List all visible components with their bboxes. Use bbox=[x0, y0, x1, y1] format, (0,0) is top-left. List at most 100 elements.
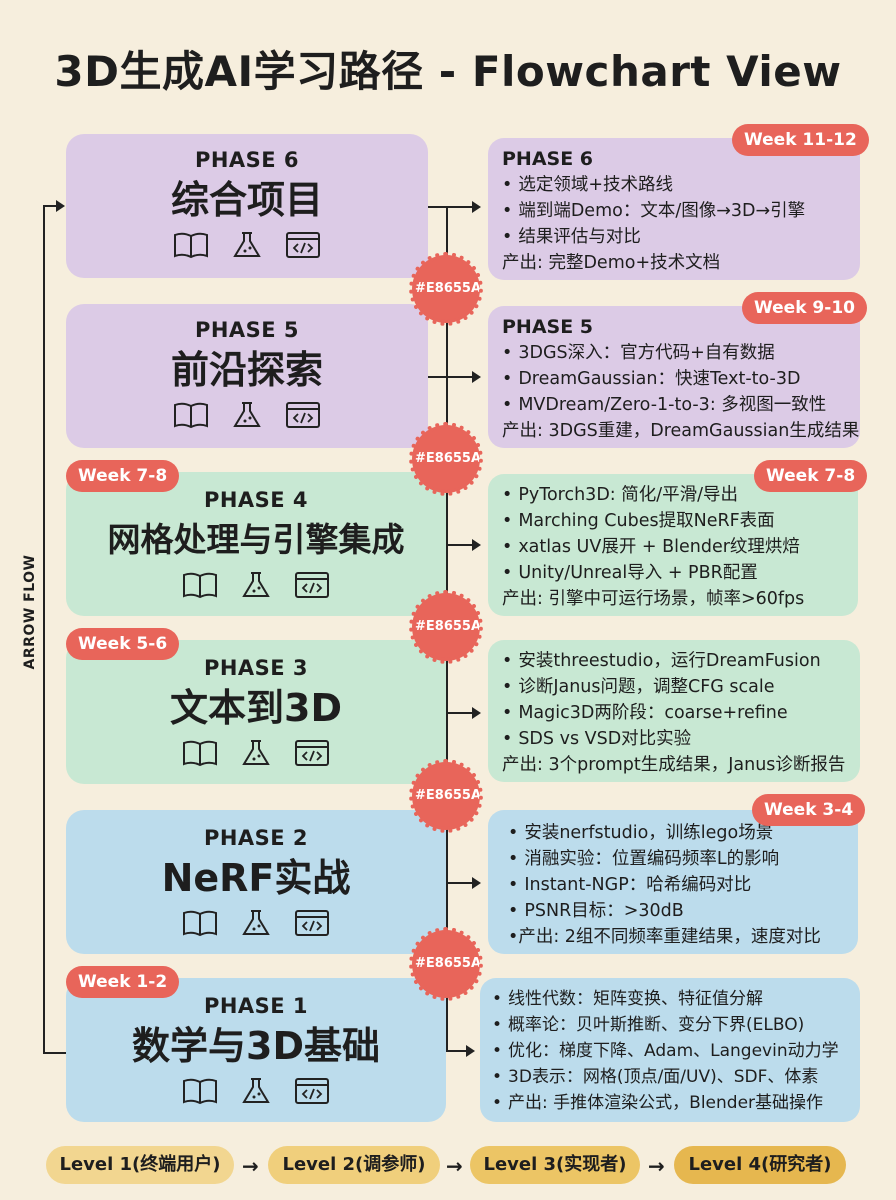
book-icon bbox=[174, 232, 208, 259]
detail-item: MVDream/Zero-1-to-3: 多视图一致性 bbox=[502, 392, 846, 418]
detail-item: Instant-NGP：哈希编码对比 bbox=[508, 872, 844, 898]
color-seal: #E8655A bbox=[409, 759, 483, 833]
phase-icons bbox=[66, 1076, 446, 1106]
detail-item: PyTorch3D: 简化/平滑/导出 bbox=[502, 482, 844, 508]
phase-name: NeRF实战 bbox=[161, 856, 351, 900]
detail-output: 产出: 完整Demo+技术文档 bbox=[502, 253, 721, 273]
detail-item: DreamGaussian：快速Text-to-3D bbox=[502, 366, 846, 392]
flow-line bbox=[43, 205, 45, 1053]
detail-item: 安装nerfstudio，训练lego场景 bbox=[508, 820, 844, 846]
phase-2-detail: 安装nerfstudio，训练lego场景 消融实验：位置编码频率L的影响 In… bbox=[488, 810, 858, 954]
flask-icon bbox=[242, 1078, 270, 1103]
week-badge: Week 11-12 bbox=[732, 124, 869, 156]
phase-4-box: PHASE 4 网格处理与引擎集成 bbox=[66, 472, 446, 616]
code-window-icon bbox=[286, 402, 320, 428]
week-badge: Week 5-6 bbox=[66, 628, 180, 660]
week-badge: Week 7-8 bbox=[754, 460, 868, 492]
detail-title: PHASE 6 bbox=[502, 148, 594, 170]
phase-label: PHASE 6 bbox=[194, 148, 300, 172]
detail-item: 结果评估与对比 bbox=[502, 224, 846, 250]
flask-icon bbox=[242, 910, 270, 935]
phase-1-detail: 线性代数：矩阵变换、特征值分解 概率论：贝叶斯推断、变分下界(ELBO) 优化：… bbox=[480, 978, 860, 1122]
book-icon bbox=[183, 572, 217, 599]
detail-item: 安装threestudio，运行DreamFusion bbox=[502, 648, 846, 674]
connector bbox=[446, 544, 472, 546]
arrow-icon bbox=[472, 371, 481, 383]
phase-label: PHASE 2 bbox=[203, 826, 309, 850]
color-seal: #E8655A bbox=[409, 927, 483, 1001]
phase-icons bbox=[66, 400, 428, 430]
week-badge: Week 7-8 bbox=[66, 460, 180, 492]
level-pill: Level 1(终端用户) bbox=[46, 1146, 234, 1184]
detail-item: 3DGS深入：官方代码+自有数据 bbox=[502, 340, 846, 366]
code-window-icon bbox=[295, 910, 329, 936]
detail-output: •产出: 2组不同频率重建结果，速度对比 bbox=[508, 927, 821, 947]
detail-item: 端到端Demo：文本/图像→3D→引擎 bbox=[502, 198, 846, 224]
page-title: 3D生成AI学习路径 - Flowchart View bbox=[54, 47, 842, 96]
arrow-icon: → bbox=[648, 1154, 665, 1178]
detail-item: Marching Cubes提取NeRF表面 bbox=[502, 508, 844, 534]
detail-item: Unity/Unreal导入 + PBR配置 bbox=[502, 560, 844, 586]
phase-4-detail: PyTorch3D: 简化/平滑/导出 Marching Cubes提取NeRF… bbox=[488, 474, 858, 616]
arrow-icon bbox=[472, 877, 481, 889]
color-seal: #E8655A bbox=[409, 252, 483, 326]
arrow-icon bbox=[466, 1045, 475, 1057]
code-window-icon bbox=[295, 1078, 329, 1104]
connector bbox=[446, 1050, 466, 1052]
book-icon bbox=[183, 910, 217, 937]
arrow-icon: → bbox=[446, 1154, 463, 1178]
detail-item: xatlas UV展开 + Blender纹理烘焙 bbox=[502, 534, 844, 560]
phase-1-box: PHASE 1 数学与3D基础 bbox=[66, 978, 446, 1122]
phase-name: 数学与3D基础 bbox=[132, 1024, 380, 1068]
code-window-icon bbox=[286, 232, 320, 258]
detail-item: Magic3D两阶段：coarse+refine bbox=[502, 700, 846, 726]
level-track: Level 1(终端用户) → Level 2(调参师) → Level 3(实… bbox=[0, 1146, 896, 1186]
phase-name: 文本到3D bbox=[170, 686, 342, 730]
week-badge: Week 3-4 bbox=[752, 794, 866, 826]
phase-2-box: PHASE 2 NeRF实战 bbox=[66, 810, 446, 954]
week-badge: Week 1-2 bbox=[66, 966, 180, 998]
code-window-icon bbox=[295, 572, 329, 598]
detail-item: 诊断Janus问题，调整CFG scale bbox=[502, 674, 846, 700]
phase-icons bbox=[66, 738, 446, 768]
phase-3-detail: 安装threestudio，运行DreamFusion 诊断Janus问题，调整… bbox=[488, 640, 860, 782]
phase-icons bbox=[66, 570, 446, 600]
connector bbox=[428, 376, 472, 378]
detail-item: 优化：梯度下降、Adam、Langevin动力学 bbox=[492, 1038, 846, 1064]
phase-6-detail: PHASE 6 选定领域+技术路线 端到端Demo：文本/图像→3D→引擎 结果… bbox=[488, 138, 860, 280]
flow-label: ARROW FLOW bbox=[22, 554, 38, 670]
connector bbox=[446, 712, 472, 714]
connector bbox=[446, 882, 472, 884]
phase-5-box: PHASE 5 前沿探索 bbox=[66, 304, 428, 448]
phase-icons bbox=[66, 908, 446, 938]
color-seal: #E8655A bbox=[409, 590, 483, 664]
phase-6-box: PHASE 6 综合项目 bbox=[66, 134, 428, 278]
arrow-icon bbox=[472, 707, 481, 719]
connector bbox=[428, 206, 472, 208]
detail-item: 概率论：贝叶斯推断、变分下界(ELBO) bbox=[492, 1012, 846, 1038]
book-icon bbox=[183, 1078, 217, 1105]
detail-output: 产出: 引擎中可运行场景，帧率>60fps bbox=[502, 589, 805, 609]
flask-icon bbox=[242, 572, 270, 597]
detail-output: 产出: 3个prompt生成结果，Janus诊断报告 bbox=[502, 755, 846, 775]
level-pill: Level 4(研究者) bbox=[674, 1146, 846, 1184]
detail-output: 产出: 3DGS重建，DreamGaussian生成结果 bbox=[502, 421, 860, 441]
flask-icon bbox=[242, 740, 270, 765]
detail-item: 选定领域+技术路线 bbox=[502, 172, 846, 198]
flask-icon bbox=[233, 402, 261, 427]
book-icon bbox=[174, 402, 208, 429]
flow-connector bbox=[43, 205, 57, 207]
phase-name: 前沿探索 bbox=[170, 348, 323, 392]
detail-item: 线性代数：矩阵变换、特征值分解 bbox=[492, 986, 846, 1012]
flow-connector bbox=[43, 1052, 67, 1054]
phase-label: PHASE 5 bbox=[194, 318, 300, 342]
detail-item: PSNR目标：>30dB bbox=[508, 898, 844, 924]
detail-item: 消融实验：位置编码频率L的影响 bbox=[508, 846, 844, 872]
phase-label: PHASE 4 bbox=[203, 488, 309, 512]
level-pill: Level 2(调参师) bbox=[268, 1146, 440, 1184]
code-window-icon bbox=[295, 740, 329, 766]
phase-name: 网格处理与引擎集成 bbox=[107, 520, 405, 559]
detail-title: PHASE 5 bbox=[502, 316, 594, 338]
arrow-icon bbox=[472, 539, 481, 551]
phase-label: PHASE 3 bbox=[203, 656, 309, 680]
